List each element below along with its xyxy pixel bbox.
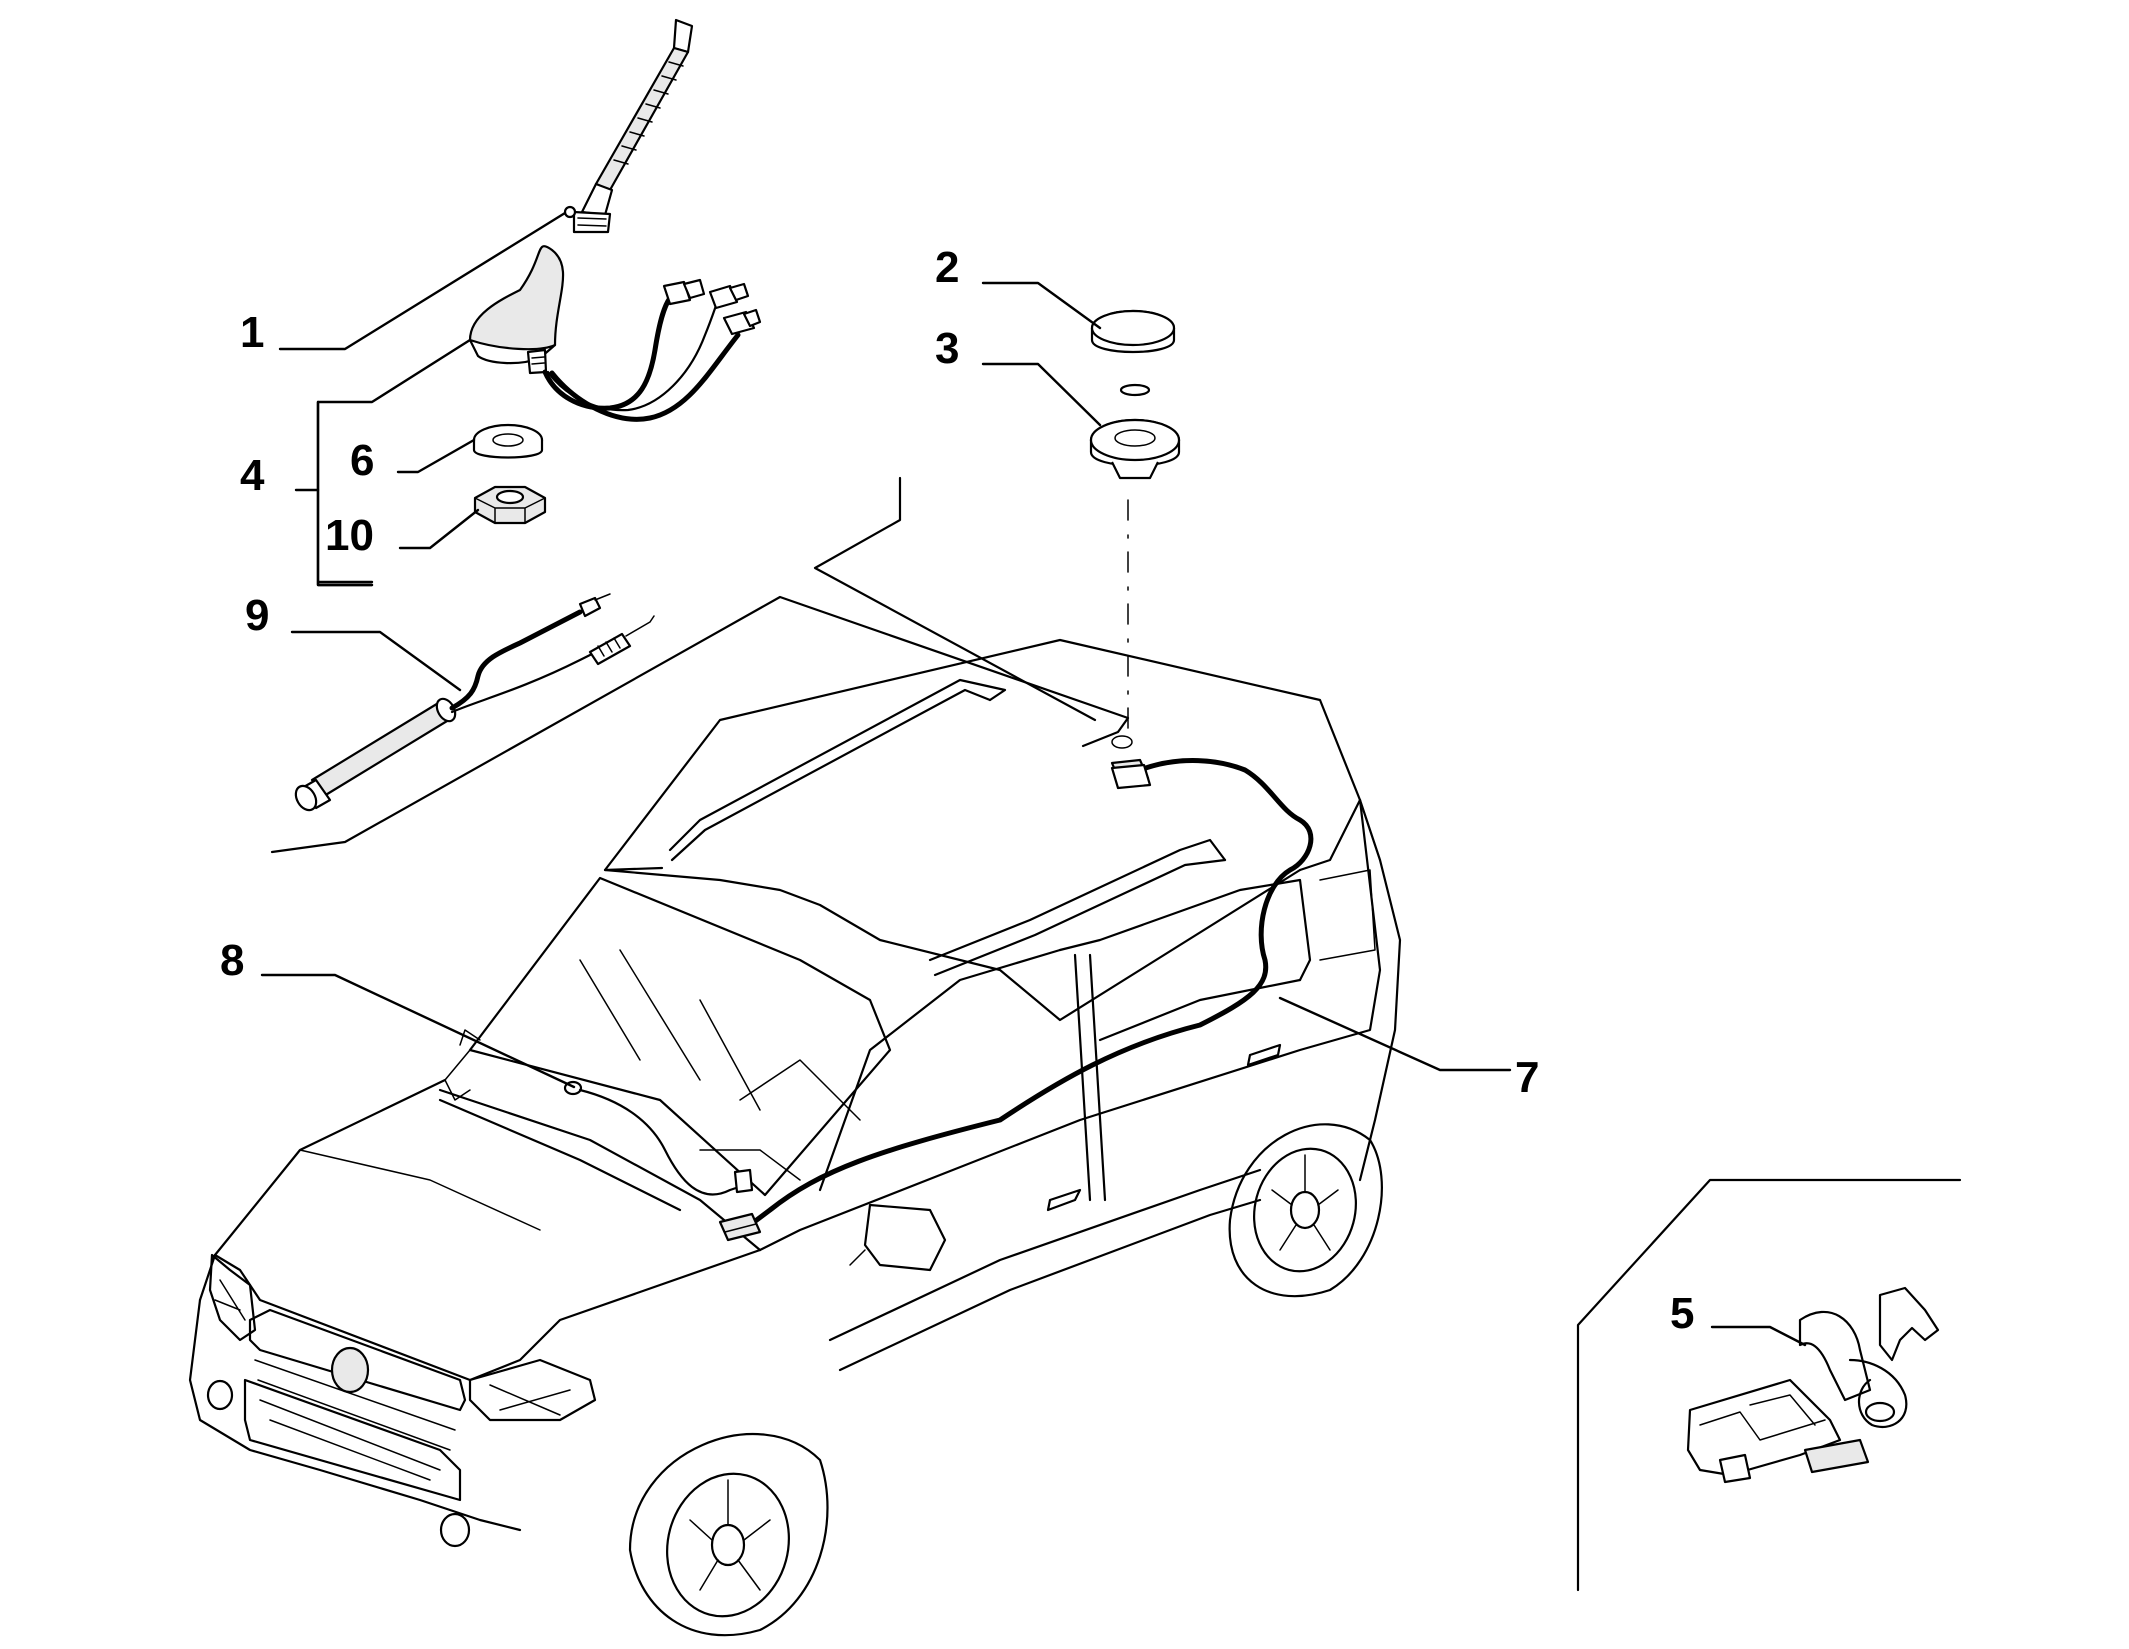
clip-inset-frame	[1576, 1178, 1962, 1592]
antenna-mast[interactable]	[563, 18, 694, 234]
car-illustration	[188, 638, 1402, 1637]
antenna-base[interactable]	[468, 245, 565, 375]
antenna-seal[interactable]	[472, 423, 544, 459]
callout-8: 8	[220, 936, 244, 985]
leader-5	[1710, 1325, 1807, 1347]
callout-5: 5	[1670, 1289, 1694, 1338]
antenna-nut[interactable]	[473, 485, 547, 525]
callout-1: 1	[240, 308, 264, 357]
leader-6	[396, 438, 476, 474]
leader-4-bottom	[316, 400, 374, 587]
leader-9	[290, 630, 462, 692]
callout-6: 6	[350, 436, 374, 485]
detail-inset-frame	[270, 595, 1130, 854]
leader-8	[260, 973, 576, 1089]
callout-10: 10	[325, 511, 374, 560]
grommet-cap[interactable]	[1090, 309, 1176, 354]
grommet-seal[interactable]	[1089, 383, 1181, 480]
roof-grommet-hole	[1111, 735, 1133, 749]
antenna-adapter-cable[interactable]	[292, 593, 655, 814]
leader-2	[981, 281, 1102, 330]
leader-10	[398, 508, 480, 550]
windshield-cable[interactable]	[563, 1080, 762, 1242]
callout-3: 3	[935, 324, 959, 373]
wiring-clip[interactable]	[1686, 1286, 1940, 1484]
callout-7: 7	[1515, 1053, 1539, 1102]
leader-3	[981, 362, 1102, 427]
antenna-base-cables	[542, 278, 762, 422]
roof-cable[interactable]	[747, 758, 1314, 1228]
callout-4: 4	[240, 451, 265, 500]
callout-2: 2	[935, 243, 959, 292]
detail-inset-frame-upper	[813, 476, 1097, 722]
leader-1	[278, 211, 567, 351]
callout-9: 9	[245, 591, 269, 640]
leader-7	[1278, 996, 1512, 1072]
